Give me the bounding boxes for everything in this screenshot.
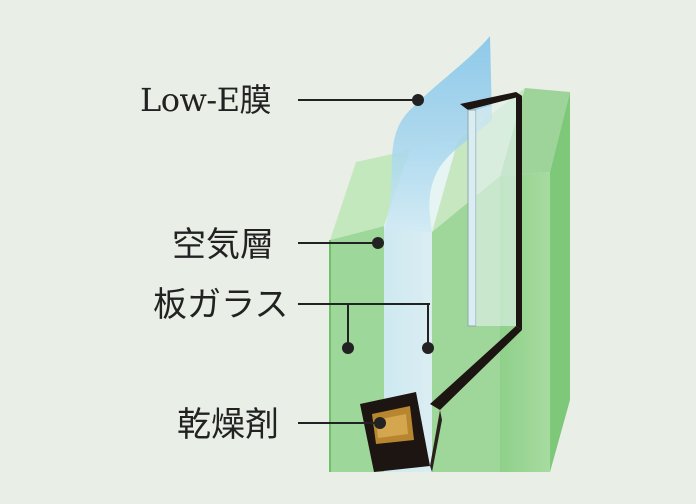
spacer-bottom-corner bbox=[430, 410, 442, 472]
front-glass-top bbox=[330, 150, 410, 240]
label-low-e-film: Low-E膜 bbox=[140, 81, 272, 119]
dot-glass-front bbox=[342, 342, 354, 354]
spacer-top-edge bbox=[460, 92, 522, 110]
spacer-inner-strip bbox=[467, 109, 477, 327]
spacer-frame bbox=[360, 92, 522, 472]
label-desiccant: 乾燥剤 bbox=[177, 405, 279, 445]
spacer-inner-glass bbox=[476, 98, 516, 326]
low-e-film-sheet bbox=[384, 36, 492, 232]
dot-low-e bbox=[412, 94, 424, 106]
label-air-layer: 空気層 bbox=[172, 225, 274, 265]
dot-air-layer bbox=[372, 237, 384, 249]
dot-desiccant bbox=[374, 417, 386, 429]
leader-dots bbox=[342, 94, 434, 429]
label-sheet-glass: 板ガラス bbox=[153, 285, 289, 325]
spacer-right-bar bbox=[516, 92, 522, 330]
spacer-diagonal-bar bbox=[430, 326, 522, 410]
dot-glass-back bbox=[422, 342, 434, 354]
back-glass-side-face bbox=[550, 92, 570, 472]
leader-lines bbox=[298, 99, 430, 424]
